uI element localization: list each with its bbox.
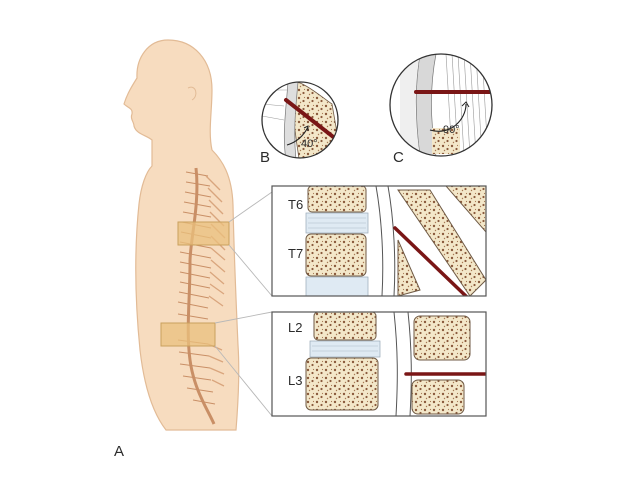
inset-b-angle-label: 40°	[301, 138, 318, 150]
thoracic-inset: T6 T7	[271, 185, 487, 297]
label-l2: L2	[288, 320, 302, 335]
label-t6: T6	[288, 197, 303, 212]
spinal-curve	[186, 167, 216, 425]
inset-c: 90° C	[389, 53, 493, 166]
t6-vertebral-body	[307, 186, 367, 213]
inset-c-bone	[400, 54, 420, 156]
panel-label-b: B	[260, 149, 270, 166]
inset-b-needle	[284, 98, 338, 152]
t7-t8-disc	[305, 276, 369, 296]
thoracic-canal-line-1	[375, 186, 384, 296]
inset-b-angle-arc	[286, 126, 309, 146]
l2-l3-disc-lines	[312, 345, 378, 352]
thoracic-needle	[393, 226, 469, 296]
panel-label-c: C	[393, 149, 404, 166]
lumbar-lamina-upper	[413, 315, 471, 361]
l3-vertebral-body	[305, 357, 379, 411]
t6-t7-disc-lines	[308, 217, 366, 229]
label-l3: L3	[288, 373, 302, 388]
inset-c-circle-frame	[389, 53, 493, 157]
thoracic-canal-line-2	[387, 186, 396, 296]
lumbar-inset-frame	[271, 311, 487, 417]
inset-b-circle-frame	[261, 81, 339, 159]
l2-l3-disc	[309, 340, 381, 358]
l2-vertebral-body	[313, 312, 377, 341]
thoracic-lamina-3	[397, 239, 421, 296]
lumbar-lamina-lower	[411, 379, 465, 415]
thoracic-inset-frame	[271, 185, 487, 297]
ear	[187, 86, 197, 101]
panel-label-a: A	[114, 443, 124, 460]
inset-c-angle-arrow	[461, 101, 470, 108]
lumbar-highlight-box	[160, 322, 216, 347]
inset-c-angle-arc	[429, 103, 467, 132]
thoracic-highlight-box	[177, 221, 230, 246]
thoracic-lamina-1	[397, 189, 486, 296]
connector-lines	[214, 191, 273, 417]
inset-b-angle-arrow	[303, 125, 309, 131]
lumbar-canal-line-2	[407, 312, 412, 416]
lumbar-canal-line-1	[393, 312, 398, 416]
inset-b: 40° B	[260, 81, 339, 166]
lumbar-inset: L2 L3	[271, 311, 487, 417]
label-t7: T7	[288, 246, 303, 261]
inset-c-angle-label: 90°	[443, 124, 460, 136]
t7-vertebral-body	[305, 233, 367, 277]
thoracic-lamina-2	[445, 186, 486, 233]
inset-c-bone-dots	[432, 128, 460, 154]
